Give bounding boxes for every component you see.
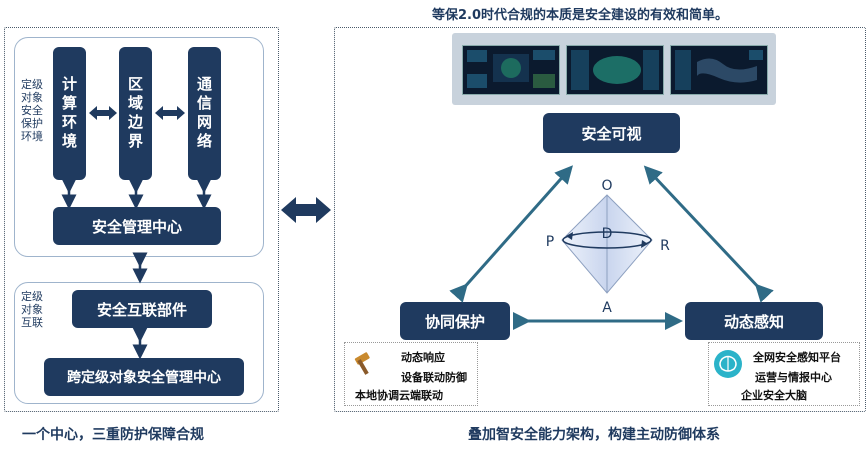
coop-note-2: 设备联动防御 bbox=[401, 371, 467, 384]
region-boundary-box: 区域边界 bbox=[119, 47, 152, 180]
dynamic-note-2: 运营与情报中心 bbox=[755, 371, 832, 384]
screen-middle bbox=[566, 45, 664, 95]
security-interconnect-box: 安全互联部件 bbox=[72, 290, 212, 328]
upper-side-label: 定级对象安全保护环境 bbox=[21, 78, 43, 143]
dynamic-note-3: 企业安全大脑 bbox=[741, 389, 807, 402]
brain-icon bbox=[714, 350, 742, 378]
top-title: 等保2.0时代合规的本质是安全建设的有效和简单。 bbox=[432, 8, 729, 23]
right-caption: 叠加智安全能力架构，构建主动防御体系 bbox=[468, 427, 720, 443]
security-management-center-box: 安全管理中心 bbox=[53, 207, 221, 245]
left-section bbox=[4, 27, 279, 412]
left-caption: 一个中心，三重防护保障合规 bbox=[22, 427, 204, 443]
dynamic-note-1: 全网安全感知平台 bbox=[753, 351, 841, 364]
double-arrow-icon bbox=[89, 106, 185, 120]
hammer-icon bbox=[354, 352, 370, 375]
right-section bbox=[334, 27, 866, 412]
dynamic-notes-card: 全网安全感知平台 运营与情报中心 企业安全大脑 bbox=[708, 342, 860, 406]
ppdr-d-label: D bbox=[602, 226, 613, 242]
computing-environment-box: 计算环境 bbox=[53, 47, 86, 180]
ppdr-p-label: P bbox=[546, 234, 554, 250]
coordinated-protection-box: 协同保护 bbox=[400, 302, 510, 340]
coop-notes-card: 动态响应 设备联动防御 本地协调云端联动 bbox=[344, 342, 478, 406]
ppdr-o-label: O bbox=[601, 178, 612, 194]
communication-network-box: 通信网络 bbox=[188, 47, 221, 180]
lower-side-label: 定级对象互联 bbox=[21, 290, 43, 329]
dynamic-perception-box: 动态感知 bbox=[685, 302, 823, 340]
security-visible-box: 安全可视 bbox=[543, 113, 680, 153]
coop-note-1: 动态响应 bbox=[401, 351, 445, 364]
dashboard-screens-image bbox=[452, 33, 776, 105]
cross-object-management-center-box: 跨定级对象安全管理中心 bbox=[44, 358, 244, 396]
screen-right bbox=[670, 45, 768, 95]
bidirectional-link-icon bbox=[281, 197, 331, 223]
ppdr-a-label: A bbox=[602, 300, 612, 316]
coop-note-3: 本地协调云端联动 bbox=[355, 389, 443, 402]
screen-left bbox=[462, 45, 560, 95]
ppdr-r-label: R bbox=[660, 238, 670, 254]
